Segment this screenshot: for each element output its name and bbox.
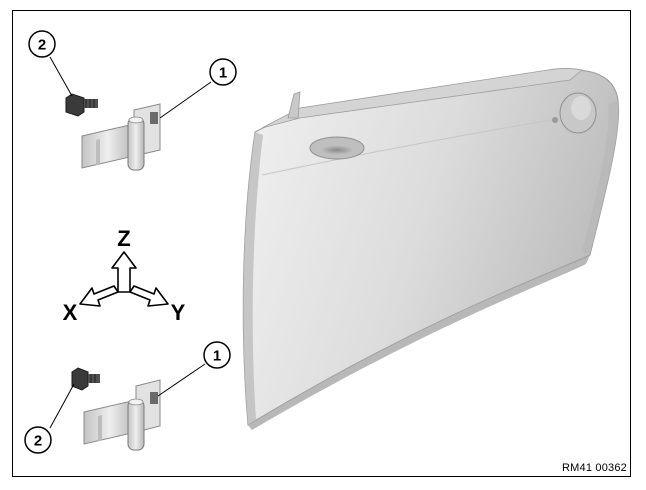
axis-z-label: Z <box>117 226 130 251</box>
callout-upper-hinge: 1 <box>209 58 237 86</box>
callout-lower-bolt: 2 <box>24 426 52 454</box>
svg-text:2: 2 <box>38 37 46 54</box>
leader-lines <box>49 56 212 429</box>
svg-text:1: 1 <box>213 348 221 365</box>
door-lock-icon <box>552 92 597 134</box>
lower-bolt-icon <box>71 367 100 391</box>
reference-code: RM41 00362 <box>562 462 627 474</box>
axis-triad <box>79 251 169 307</box>
axis-x-label: X <box>63 300 78 325</box>
upper-bolt-icon <box>65 93 98 117</box>
lower-hinge-icon <box>83 379 161 451</box>
upper-hinge-icon <box>81 103 161 171</box>
svg-text:1: 1 <box>219 65 227 82</box>
door-handle-icon <box>309 136 365 160</box>
callout-lower-hinge: 1 <box>203 341 231 369</box>
axis-y-label: Y <box>171 300 186 325</box>
svg-text:2: 2 <box>34 433 42 450</box>
axis-labels: Z X Y <box>63 226 186 325</box>
callout-upper-bolt: 2 <box>28 30 56 58</box>
